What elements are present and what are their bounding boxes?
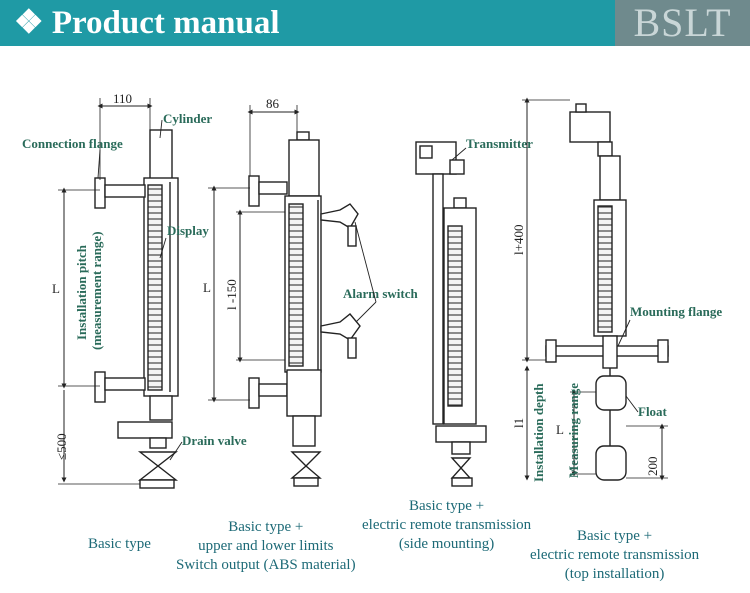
label-float: Float [638,404,668,419]
float-lower [595,445,627,481]
label-measurement-range: (measurement range) [89,231,104,350]
label-connection-flange: Connection flange [22,136,123,151]
label-drain-valve: Drain valve [182,433,247,448]
dim-l150: l -150 [224,279,239,310]
dim-L3: L [556,422,564,437]
drain-flange [117,421,173,439]
caption-line: (top installation) [564,566,665,582]
dim-L1: L [52,281,60,296]
drain-valve-body [137,451,179,481]
caption-line: Switch output (ABS material) [176,557,356,573]
page-title-text: Product manual [51,5,280,41]
device-limit-switch [208,105,361,487]
label-transmitter: Transmitter [466,136,533,151]
caption-line: electric remote transmission [530,547,700,563]
dim-l400: l+400 [511,225,526,255]
transmitter-head [569,111,611,143]
label-installation-pitch: Installation pitch [74,244,89,340]
label-alarm-switch: Alarm switch [343,286,419,301]
label-display: Display [167,223,209,238]
caption-line: upper and lower limits [198,538,334,554]
caption-basic-type: Basic type [88,535,151,554]
lower-alarm-switch [320,313,361,341]
caption-limit-switch: Basic type + upper and lower limits Swit… [176,518,356,575]
caption-line: Basic type + [576,528,653,544]
caption-line: (side mounting) [398,536,495,552]
cylinder-top [149,129,173,181]
caption-line: Basic type + [228,519,304,535]
caption-top-installation: Basic type + electric remote transmissio… [530,527,699,584]
label-measuring-range: Measuring range [566,383,581,478]
header-banner: ❖ Product manual BSLT [0,0,750,46]
brand-logo: BSLT [615,0,750,46]
page-title: ❖ Product manual [14,2,280,44]
upper-flange [94,177,106,209]
dim-86: 86 [266,96,280,111]
transmitter-leader [451,147,467,161]
upper-alarm-switch [320,203,359,229]
dim-L2: L [203,280,211,295]
cylinder-top [288,139,320,197]
device-basic-type [58,98,179,489]
label-cylinder: Cylinder [163,111,212,126]
caption-line: Basic type [88,536,151,552]
product-diagram: 110 L ≤500 Installation pitch (measureme… [22,91,722,489]
leader-lines [97,119,183,461]
dim-l1: l1 [511,418,526,428]
float-upper [595,375,627,411]
alarm-leaders [354,221,377,323]
caption-side-mounting: Basic type + electric remote transmissio… [362,497,531,554]
top-leaders [617,319,639,413]
dim-le500: ≤500 [54,433,69,460]
caption-line: Basic type + [408,498,485,514]
lower-flange [94,371,106,403]
label-mounting-flange: Mounting flange [630,304,722,319]
transmitter-rod [432,173,444,425]
caption-line: electric remote transmission [362,517,532,533]
device-top-installation [522,97,669,481]
dim-110: 110 [113,91,132,106]
display-scale [147,184,163,391]
label-installation-depth: Installation depth [531,383,546,482]
dim-200: 200 [645,457,660,477]
device-side-mounting [415,141,487,487]
diamond-bullet-icon: ❖ [14,5,44,41]
